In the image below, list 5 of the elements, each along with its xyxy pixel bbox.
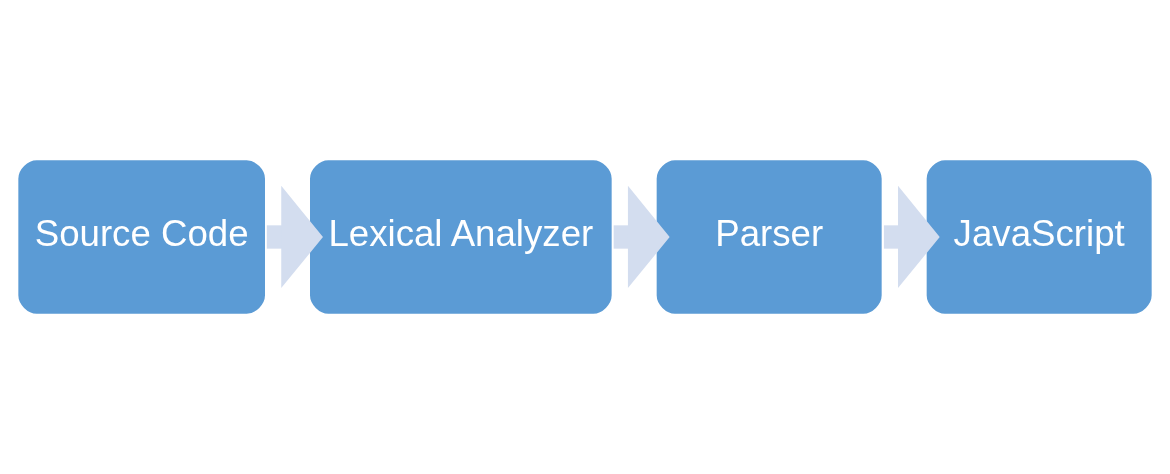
arrow bbox=[883, 185, 940, 289]
arrow bbox=[613, 185, 670, 289]
node-box: Parser bbox=[653, 157, 885, 317]
node-box: JavaScript bbox=[923, 157, 1155, 317]
arrow bbox=[266, 185, 323, 289]
